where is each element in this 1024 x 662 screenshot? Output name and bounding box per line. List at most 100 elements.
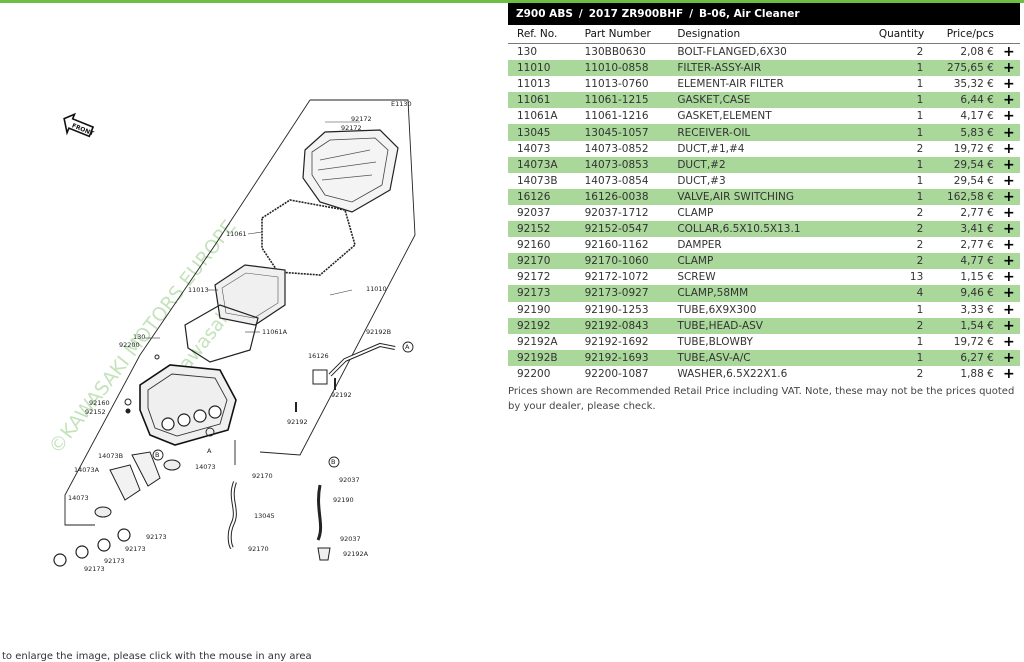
svg-text:11061: 11061 (226, 230, 247, 238)
cell-part-number: 11010-0858 (584, 60, 678, 77)
cell-price: 3,33 € (960, 303, 994, 316)
cell-designation: FILTER-ASSY-AIR (677, 60, 879, 77)
cell-price: 275,65 € (931, 60, 998, 77)
col-add (997, 25, 1020, 44)
plus-icon[interactable]: + (1003, 44, 1015, 61)
cell-price: 29,54 € (953, 174, 994, 187)
cell-ref-no: 11061 (508, 92, 585, 109)
plus-icon[interactable]: + (1003, 285, 1015, 302)
cell-ref-no: 92173 (508, 285, 585, 302)
add-cell: + (998, 141, 1020, 157)
plus-icon[interactable]: + (1003, 188, 1015, 205)
add-cell: + (997, 156, 1020, 173)
parts-diagram[interactable]: ©KAWASAKI MOTORS EUROPE www.kawasaki.eu … (0, 0, 500, 659)
cell-designation: DAMPER (677, 239, 722, 252)
svg-text:92170: 92170 (252, 472, 273, 480)
cell-designation: RECEIVER-OIL (677, 124, 879, 141)
cell-quantity: 13 (909, 271, 924, 284)
svg-text:A: A (207, 447, 212, 455)
plus-icon[interactable]: + (1003, 333, 1015, 350)
cell-ref-no: 92152 (508, 221, 585, 238)
cell-ref-no: 92192A (517, 335, 558, 348)
svg-text:14073A: 14073A (74, 466, 100, 474)
breadcrumb: Z900 ABS/2017 ZR900BHF/B-06, Air Cleaner (508, 3, 1020, 25)
svg-text:11013: 11013 (188, 286, 209, 294)
add-cell: + (997, 92, 1020, 109)
svg-text:130: 130 (133, 333, 145, 341)
cell-part-number: 92192-1693 (584, 349, 678, 366)
cell-designation: CLAMP (677, 206, 714, 219)
plus-icon[interactable]: + (1003, 317, 1015, 334)
cell-ref-no: 92192 (508, 317, 585, 334)
plus-icon[interactable]: + (1003, 253, 1015, 270)
cell-part-number: 11061-1215 (584, 92, 678, 109)
cell-price: 1,88 € (960, 367, 994, 380)
cell-quantity: 2 (878, 253, 932, 270)
cell-part-number: 92170-1060 (584, 253, 678, 270)
plus-icon[interactable]: + (1003, 76, 1015, 93)
cell-price: 1,15 € (960, 271, 994, 284)
cell-part-number: 16126-0038 (584, 188, 678, 205)
cell-ref-no: 92170 (508, 253, 585, 270)
plus-icon[interactable]: + (1003, 140, 1015, 157)
svg-text:14073: 14073 (68, 494, 89, 502)
svg-text:92172: 92172 (351, 115, 372, 123)
plus-icon[interactable]: + (1003, 204, 1015, 221)
svg-text:14073: 14073 (195, 463, 216, 471)
breadcrumb-year[interactable]: 2017 ZR900BHF (588, 8, 684, 20)
plus-icon[interactable]: + (1003, 221, 1015, 238)
cell-part-number: 92200-1087 (584, 367, 649, 380)
svg-text:92037: 92037 (339, 476, 360, 484)
col-part-number: Part Number (584, 25, 678, 44)
cell-quantity: 2 (878, 317, 932, 334)
svg-text:92192B: 92192B (366, 328, 391, 336)
cell-ref-no: 16126 (508, 188, 585, 205)
cell-ref-no: 13045 (508, 124, 585, 141)
cell-designation: DUCT,#2 (677, 156, 879, 173)
svg-text:A: A (405, 343, 410, 351)
plus-icon[interactable]: + (1003, 269, 1015, 286)
svg-text:11061A: 11061A (262, 328, 288, 336)
cell-ref-no: 92160 (517, 239, 551, 252)
plus-icon[interactable]: + (1003, 92, 1015, 109)
plus-icon[interactable]: + (1003, 237, 1015, 254)
breadcrumb-model[interactable]: Z900 ABS (516, 8, 573, 20)
plus-icon[interactable]: + (1003, 108, 1015, 125)
plus-icon[interactable]: + (1003, 365, 1015, 382)
cell-price: 6,27 € (931, 349, 998, 366)
table-header-row: Ref. No. Part Number Designation Quantit… (508, 25, 1020, 44)
plus-icon[interactable]: + (1003, 172, 1015, 189)
cell-quantity: 1 (878, 60, 932, 77)
breadcrumb-section: B-06, Air Cleaner (699, 8, 800, 20)
cell-quantity: 1 (916, 110, 924, 123)
parts-panel: Z900 ABS/2017 ZR900BHF/B-06, Air Cleaner… (508, 3, 1020, 415)
svg-text:92200: 92200 (119, 341, 140, 349)
cell-part-number: 92037-1712 (584, 206, 649, 219)
plus-icon[interactable]: + (1003, 301, 1015, 318)
svg-text:92192: 92192 (287, 418, 308, 426)
cell-price: 35,32 € (953, 78, 994, 91)
plus-icon[interactable]: + (1003, 156, 1015, 173)
cell-quantity: 1 (878, 188, 932, 205)
cell-designation: GASKET,ELEMENT (677, 110, 772, 123)
plus-icon[interactable]: + (1003, 349, 1015, 366)
cell-part-number: 14073-0854 (584, 174, 649, 187)
add-cell: + (998, 108, 1020, 124)
add-cell: + (997, 188, 1020, 205)
plus-icon[interactable]: + (1003, 60, 1015, 77)
svg-text:92160: 92160 (89, 399, 110, 407)
cell-quantity: 2 (878, 221, 932, 238)
col-designation: Designation (677, 25, 879, 44)
cell-quantity: 1 (916, 78, 924, 91)
add-cell: + (997, 285, 1020, 302)
cell-part-number: 13045-1057 (584, 124, 678, 141)
plus-icon[interactable]: + (1003, 124, 1015, 141)
